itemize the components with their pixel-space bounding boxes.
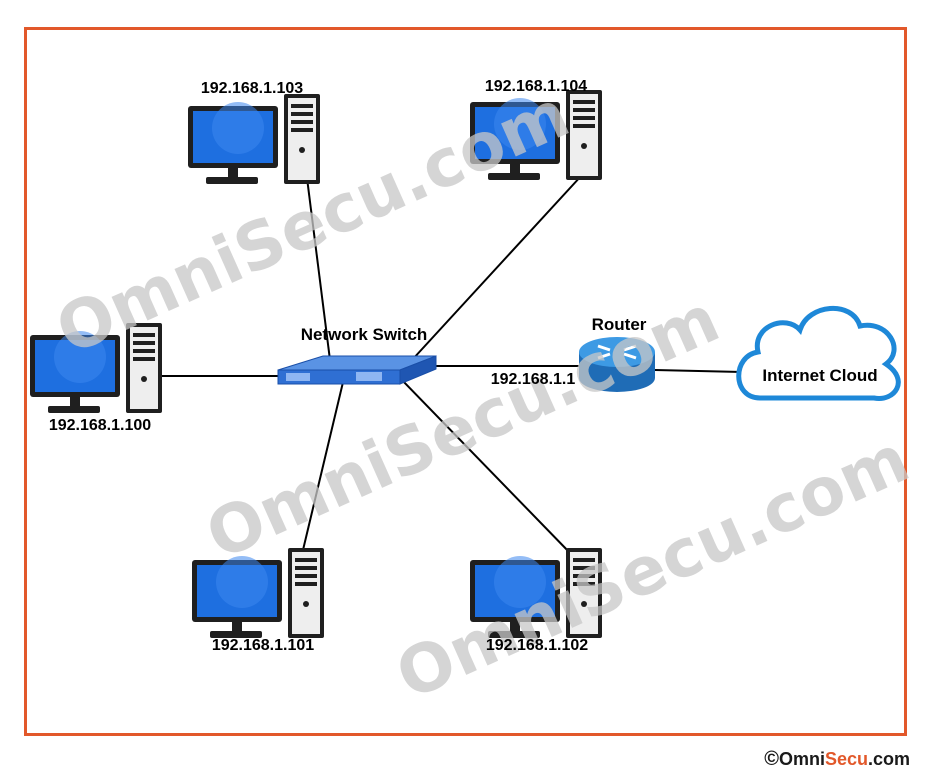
pc-192-168-1-103 [188,94,320,184]
label-pc-103: 192.168.1.103 [201,80,303,97]
link-switch-pc-104 [411,174,583,361]
link-router-cloud [654,369,743,373]
link-switch-pc-101 [302,377,345,551]
internet-cloud-icon [736,306,901,401]
link-switch-pc-102 [399,377,573,556]
label-pc-101: 192.168.1.101 [212,637,314,654]
copyright-credit: ©OmniSecu.com [764,748,910,771]
credit-brand-omni: Omni [778,749,825,769]
label-internet-cloud: Internet Cloud [762,366,877,385]
pc-192-168-1-101 [192,548,324,638]
label-pc-100: 192.168.1.100 [49,417,151,434]
links [158,174,743,556]
label-pc-104: 192.168.1.104 [485,78,587,95]
link-switch-pc-103 [306,177,331,361]
credit-brand-secu: Secu [824,749,868,769]
label-network-switch: Network Switch [301,325,428,344]
router-icon [579,337,655,392]
label-router: Router [592,315,647,334]
copyright-icon: © [764,748,779,770]
credit-brand-tld: .com [867,749,910,769]
label-pc-102: 192.168.1.102 [486,637,588,654]
diagram-frame [24,27,907,736]
label-router-ip: 192.168.1.1 [491,371,576,388]
network-switch-icon [277,355,437,385]
